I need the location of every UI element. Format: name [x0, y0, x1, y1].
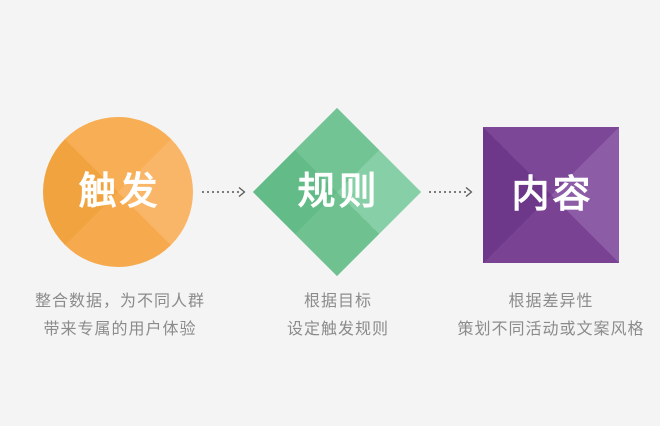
description-line: 带来专属的用户体验 — [43, 321, 197, 338]
rules-diamond-shape: 规则 — [252, 107, 422, 277]
description-line: 整合数据，为不同人群 — [34, 293, 205, 310]
content-label: 内容 — [511, 174, 594, 216]
description-line: 根据目标 — [303, 293, 372, 310]
rules-label: 规则 — [297, 171, 380, 213]
flow-arrow-icon — [202, 187, 246, 197]
trigger-circle-shape: 触发 — [43, 117, 193, 267]
description-line: 策划不同活动或文案风格 — [457, 321, 645, 338]
description-line: 设定触发规则 — [286, 321, 389, 338]
rules-description: 根据目标 设定触发规则 — [218, 288, 458, 344]
description-line: 根据差异性 — [508, 293, 594, 310]
trigger-label: 触发 — [78, 171, 161, 213]
content-square-shape: 内容 — [483, 127, 619, 263]
trigger-description: 整合数据，为不同人群 带来专属的用户体验 — [0, 288, 240, 344]
flow-arrow-icon — [429, 187, 473, 197]
content-description: 根据差异性 策划不同活动或文案风格 — [431, 288, 660, 344]
